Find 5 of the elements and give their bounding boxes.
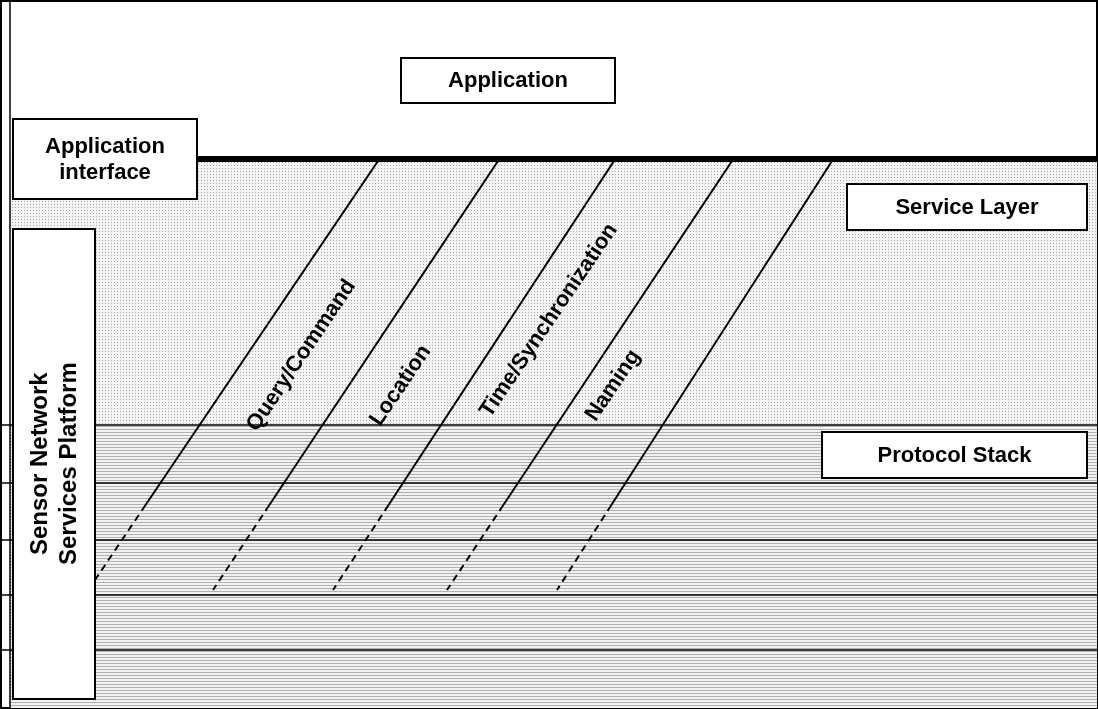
- layer-label: Application: [400, 57, 616, 104]
- layer-label: Service Layer: [846, 183, 1088, 231]
- layer-label: Protocol Stack: [821, 431, 1088, 479]
- layer-label: Application interface: [12, 118, 198, 200]
- platform-label: Sensor Network Services Platform: [12, 228, 96, 700]
